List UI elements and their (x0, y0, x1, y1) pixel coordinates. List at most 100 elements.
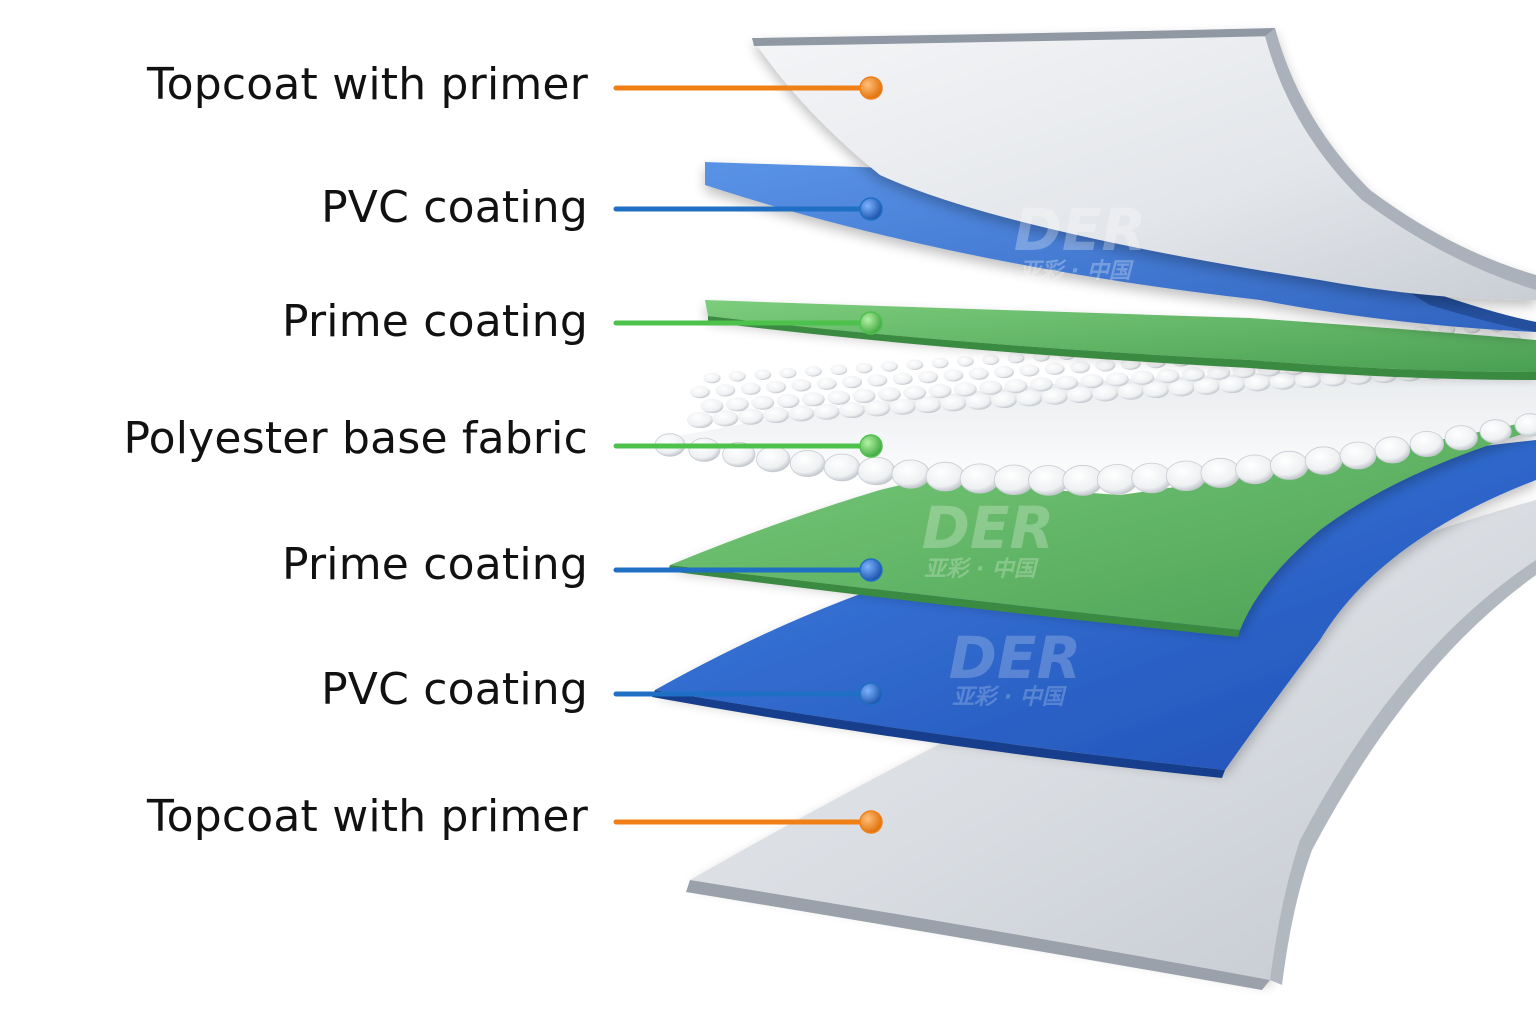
leader-dot-prime-bottom (859, 558, 883, 582)
fabric-bead (918, 370, 938, 384)
fabric-bead (1168, 380, 1195, 397)
fabric-bead (943, 369, 964, 382)
fabric-bead (1200, 457, 1241, 488)
leader-lines (613, 76, 883, 834)
fabric-bead (839, 401, 865, 419)
fabric-bead (813, 403, 840, 420)
fabric-bead (1165, 460, 1207, 492)
leader-dot-prime-top (859, 311, 883, 335)
leader-dot-polyester-fabric (859, 434, 883, 458)
fabric-bead (1067, 386, 1093, 404)
fabric-bead (779, 367, 797, 379)
fabric-bead (1269, 450, 1309, 480)
fabric-bead (816, 377, 837, 390)
fabric-bead (857, 456, 896, 486)
label-pvc-bottom: PVC coating (321, 664, 588, 715)
fabric-bead (700, 398, 724, 414)
fabric-bead (1514, 413, 1536, 437)
fabric-bead (1092, 385, 1119, 402)
watermark-brand-mid: DER (922, 494, 1054, 562)
fabric-bead (1409, 430, 1444, 457)
fabric-bead (688, 437, 721, 462)
fabric-bead (852, 388, 876, 404)
label-prime-top: Prime coating (282, 296, 588, 347)
watermark-sub-mid: 亚彩 · 中国 (924, 557, 1039, 582)
top-prime-sheet (705, 300, 1536, 380)
fabric-bead (687, 411, 713, 429)
fabric-bead (1479, 419, 1512, 444)
fabric-bead (1016, 390, 1043, 407)
fabric-bead (1131, 370, 1155, 385)
fabric-bead (842, 375, 862, 389)
label-prime-bottom: Prime coating (282, 539, 588, 590)
fabric-bead (1062, 464, 1104, 496)
label-topcoat-bottom: Topcoat with primer (147, 791, 588, 842)
fabric-bead (965, 393, 992, 410)
watermark-sub-low: 亚彩 · 中国 (952, 685, 1067, 710)
watermark-sub-top: 亚彩 · 中国 (1019, 259, 1134, 284)
fabric-bead (789, 449, 826, 477)
fabric-bead (1019, 364, 1040, 377)
fabric-bead (1105, 372, 1129, 387)
fabric-bead (891, 459, 931, 489)
fabric-bead (855, 362, 873, 374)
top-topcoat-sheet (752, 28, 1536, 300)
fabric-bead (1095, 359, 1116, 372)
fabric-bead (892, 372, 913, 385)
fabric-bead (801, 392, 825, 407)
fabric-bead (763, 406, 789, 424)
fabric-bead (776, 393, 800, 409)
fabric-bead (791, 379, 812, 392)
fabric-bead (1080, 373, 1104, 389)
leader-dot-topcoat-top (859, 76, 883, 100)
fabric-bead (1235, 454, 1275, 485)
fabric-bead (864, 400, 891, 417)
label-topcoat-top: Topcoat with primer (147, 59, 588, 110)
fabric-bead (1207, 365, 1231, 380)
fabric-bead (993, 464, 1035, 496)
fabric-bead (737, 408, 764, 425)
fabric-bead (1269, 373, 1296, 390)
fabric-bead (1007, 352, 1025, 364)
fabric-bead (804, 366, 822, 377)
leader-dot-pvc-bottom (859, 682, 883, 706)
fabric-bead (725, 397, 749, 412)
leader-dot-topcoat-bottom (859, 810, 883, 834)
fabric-bead (830, 364, 848, 375)
label-pvc-top: PVC coating (321, 182, 588, 233)
fabric-bead (959, 463, 1000, 494)
fabric-bead (1444, 425, 1478, 451)
fabric-bead (1156, 368, 1180, 384)
fabric-bead (1320, 370, 1347, 387)
fabric-bead (788, 405, 815, 422)
fabric-bead (766, 380, 786, 394)
fabric-bead (1304, 446, 1343, 475)
fabric-bead (925, 461, 965, 492)
fabric-bead (1131, 462, 1172, 494)
fabric-bead (1041, 388, 1068, 405)
leader-dot-pvc-top (859, 197, 883, 221)
fabric-bead (754, 369, 772, 380)
fabric-bead (931, 357, 949, 369)
fabric-bead (823, 453, 861, 482)
fabric-bead (690, 385, 710, 399)
fabric-bead (827, 390, 851, 405)
fabric-bead (1117, 383, 1144, 400)
fabric-bead (703, 372, 721, 384)
fabric-bead (1181, 367, 1205, 382)
fabric-bead (991, 391, 1017, 409)
fabric-bead (956, 356, 974, 367)
fabric-bead (1004, 378, 1028, 394)
fabric-bead (940, 395, 967, 412)
fabric-bead (1374, 436, 1411, 464)
watermark-brand-low: DER (949, 624, 1081, 692)
fabric-bead (756, 446, 791, 473)
fabric-bead (994, 365, 1014, 379)
fabric-bead (928, 383, 952, 399)
fabric-bead (1096, 464, 1138, 495)
fabric-bead (889, 398, 916, 415)
fabric-bead (1055, 375, 1079, 390)
fabric-bead (880, 361, 898, 372)
